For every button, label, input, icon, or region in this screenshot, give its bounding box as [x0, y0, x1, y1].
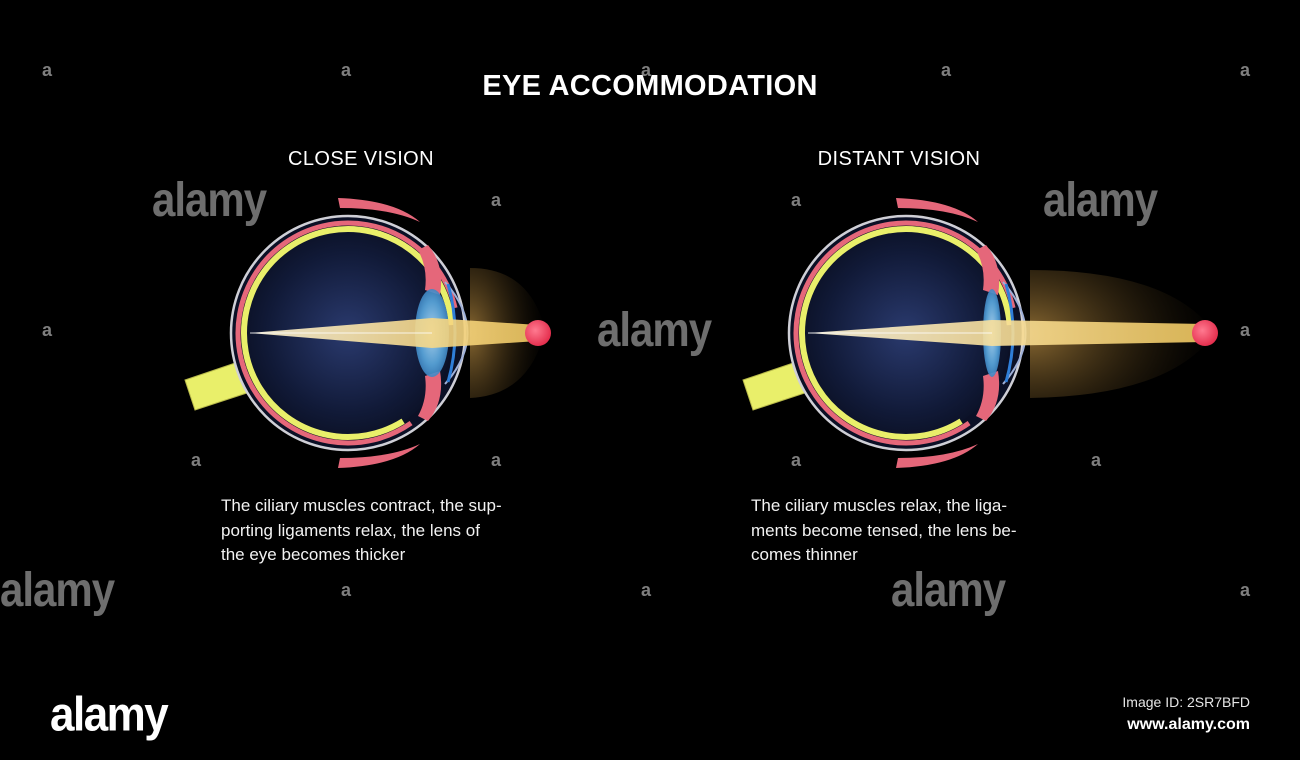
watermark: alamy — [597, 302, 712, 357]
distant-vision-eye — [742, 198, 1218, 468]
description-line: comes thinner — [751, 545, 858, 564]
watermark-letter: a — [791, 190, 801, 210]
description-line: The ciliary muscles contract, the sup- — [221, 496, 502, 515]
watermark: alamy — [152, 172, 267, 227]
watermark-letter: a — [191, 450, 201, 470]
upper-eyelid — [338, 198, 420, 222]
watermark-letter: a — [491, 190, 501, 210]
watermark-letter: a — [791, 450, 801, 470]
upper-eyelid — [896, 198, 978, 222]
description-line: the eye becomes thicker — [221, 545, 406, 564]
lower-eyelid — [896, 444, 978, 468]
distant-vision-description: The ciliary muscles relax, the liga- men… — [751, 494, 1017, 568]
watermark-letter: a — [1091, 450, 1101, 470]
close-vision-heading: CLOSE VISION — [288, 148, 434, 170]
ciliary-muscle-top — [418, 245, 442, 295]
watermark: alamy — [0, 562, 115, 617]
description-line: porting ligaments relax, the lens of — [221, 520, 480, 540]
watermark-letter: a — [641, 580, 651, 600]
object-point — [525, 320, 551, 346]
watermark-letter: a — [941, 60, 951, 80]
close-vision-eye — [184, 198, 551, 468]
watermark: alamy — [891, 562, 1006, 617]
footer-bar — [0, 672, 1300, 760]
watermark-letter: a — [341, 60, 351, 80]
ciliary-muscle-top — [976, 245, 1000, 295]
close-vision-description: The ciliary muscles contract, the sup- p… — [221, 494, 502, 568]
image-id: Image ID: 2SR7BFD — [1122, 694, 1250, 710]
ciliary-muscle-bottom — [418, 371, 442, 421]
watermark-letter: a — [1240, 60, 1250, 80]
object-point — [1192, 320, 1218, 346]
lower-eyelid — [338, 444, 420, 468]
footer-url[interactable]: www.alamy.com — [1127, 716, 1250, 733]
watermark-letter: a — [641, 60, 651, 80]
footer-logo[interactable]: alamy — [50, 687, 169, 742]
description-line: The ciliary muscles relax, the liga- — [751, 496, 1008, 515]
watermark-letter: a — [42, 60, 52, 80]
description-line: ments become tensed, the lens be- — [751, 520, 1017, 540]
watermark-letter: a — [1240, 320, 1250, 340]
watermark-letter: a — [42, 320, 52, 340]
diagram-title: EYE ACCOMMODATION — [482, 70, 818, 102]
ciliary-muscle-bottom — [976, 371, 1000, 421]
watermark-letter: a — [491, 450, 501, 470]
light-beam — [808, 320, 1205, 346]
watermark-letter: a — [341, 580, 351, 600]
watermark-letter: a — [1240, 580, 1250, 600]
distant-vision-heading: DISTANT VISION — [817, 148, 981, 170]
watermark: alamy — [1043, 172, 1158, 227]
